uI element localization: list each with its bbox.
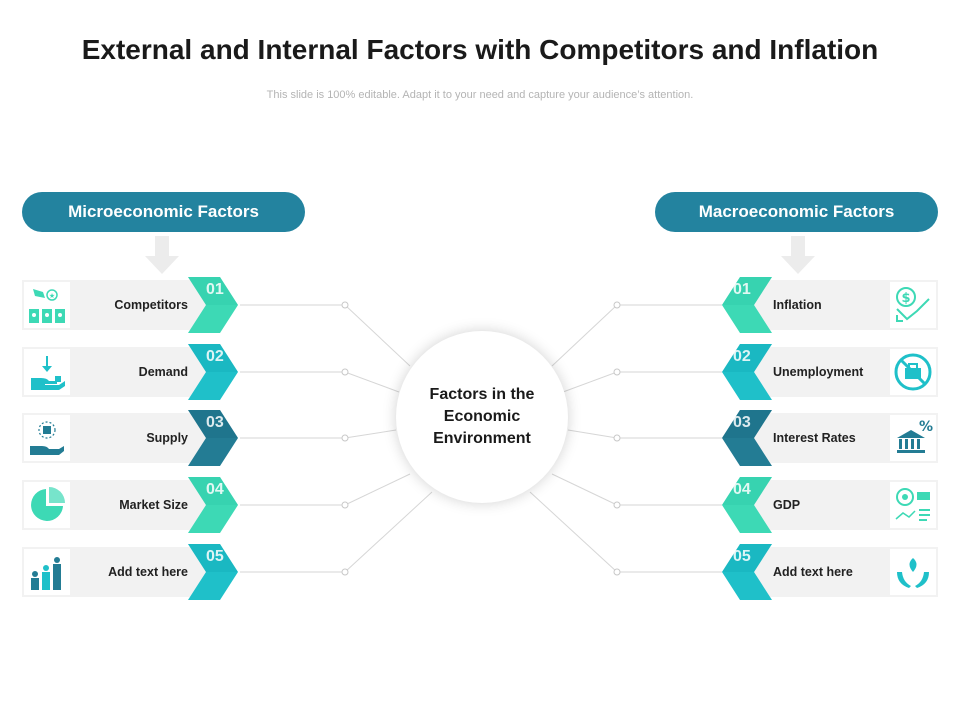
left-number-3: 03 — [206, 414, 224, 431]
microeconomic-header: Microeconomic Factors — [22, 192, 305, 232]
left-card-4: Market Size — [22, 480, 218, 530]
center-text: Factors in the Economic Environment — [429, 386, 535, 447]
left-card-1: ★ Competitors — [22, 280, 218, 330]
slide-title: External and Internal Factors with Compe… — [81, 34, 879, 65]
right-card-2: Unemployment — [742, 347, 938, 397]
right-card-4: GDP — [742, 480, 938, 530]
right-number-2: 02 — [733, 348, 751, 365]
left-card-2: Demand — [22, 347, 218, 397]
demand-label: Demand — [138, 365, 188, 379]
growth-people-icon — [24, 549, 70, 595]
unemployment-icon — [890, 349, 936, 395]
supply-icon — [24, 415, 70, 461]
svg-text:$: $ — [901, 291, 910, 306]
right-chevron-1 — [722, 277, 772, 333]
center-circle: Factors in the Economic Environment — [396, 331, 568, 503]
left-down-arrow-icon — [145, 236, 179, 274]
competitors-label: Competitors — [114, 298, 188, 312]
right-chevron-4 — [722, 477, 772, 533]
add-text-left-label: Add text here — [108, 565, 188, 579]
left-number-2: 02 — [206, 348, 224, 365]
right-card-5: Add text here — [742, 547, 938, 597]
svg-text:%: % — [919, 419, 933, 435]
add-text-right-label: Add text here — [773, 565, 853, 579]
inflation-icon: $ — [890, 282, 936, 328]
right-chevron-2 — [722, 344, 772, 400]
left-chevron-3 — [188, 410, 238, 466]
left-card-5: Add text here — [22, 547, 218, 597]
slide-subtitle: This slide is 100% editable. Adapt it to… — [266, 89, 694, 101]
left-card-3: Supply — [22, 413, 218, 463]
left-number-4: 04 — [206, 481, 224, 498]
unemployment-label: Unemployment — [773, 365, 864, 379]
hands-plant-icon — [890, 549, 936, 595]
macroeconomic-header: Macroeconomic Factors — [655, 192, 938, 232]
interest-rates-icon: % — [890, 415, 936, 461]
right-chevron-3 — [722, 410, 772, 466]
left-number-1: 01 — [206, 281, 224, 298]
competitors-icon: ★ — [24, 282, 70, 328]
right-down-arrow-icon — [781, 236, 815, 274]
market-size-label: Market Size — [119, 498, 188, 512]
left-chevron-4 — [188, 477, 238, 533]
gdp-icon — [890, 482, 936, 528]
supply-label: Supply — [146, 431, 188, 445]
right-number-3: 03 — [733, 414, 751, 431]
right-number-4: 04 — [733, 481, 751, 498]
market-size-icon — [24, 482, 70, 528]
right-number-1: 01 — [733, 281, 751, 298]
demand-icon — [24, 349, 70, 395]
left-chevron-2 — [188, 344, 238, 400]
right-card-3: Interest Rates % — [742, 413, 938, 463]
svg-text:★: ★ — [49, 292, 55, 300]
left-chevron-5 — [188, 544, 238, 600]
gdp-label: GDP — [773, 498, 801, 512]
right-chevron-5 — [722, 544, 772, 600]
left-number-5: 05 — [206, 548, 224, 565]
right-number-5: 05 — [733, 548, 751, 565]
interest-rates-label: Interest Rates — [773, 431, 856, 445]
right-card-1: Inflation $ — [742, 280, 938, 330]
inflation-label: Inflation — [773, 298, 822, 312]
left-chevron-1 — [188, 277, 238, 333]
